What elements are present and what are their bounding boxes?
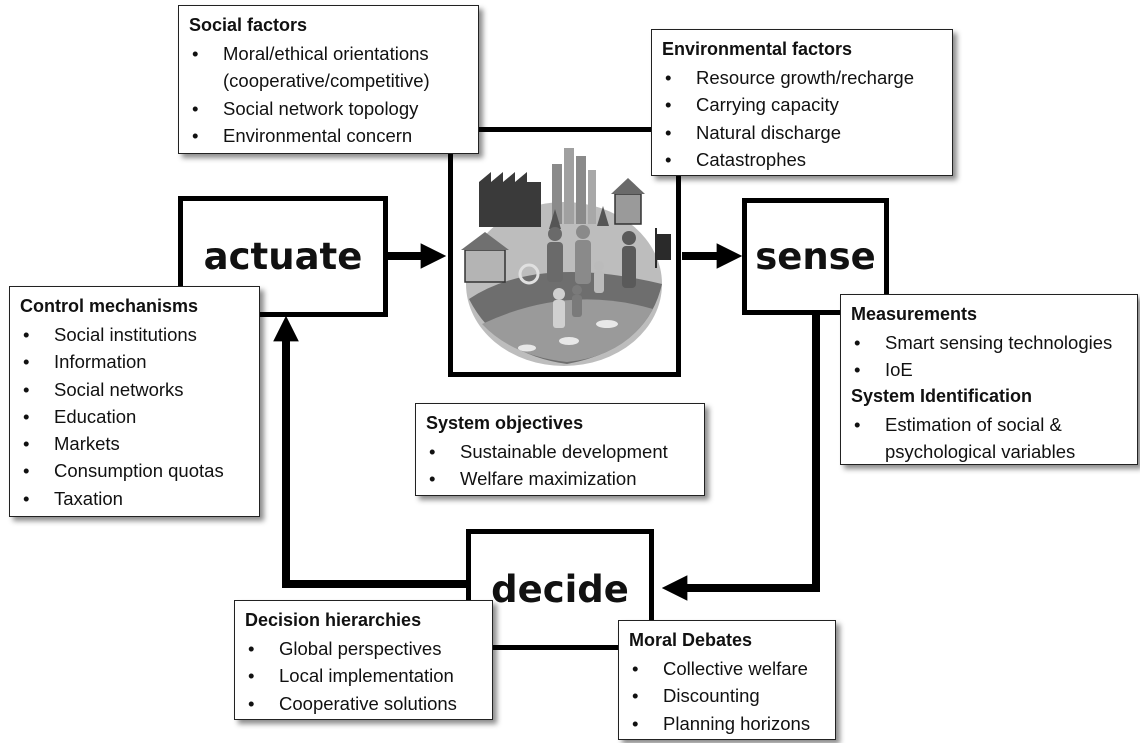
system-objectives-card: System objectives Sustainable developmen… xyxy=(415,403,705,496)
environmental-factors-title: Environmental factors xyxy=(662,39,853,59)
actuate-node: actuate xyxy=(178,196,388,317)
list-item: Markets xyxy=(20,430,249,458)
decision-hierarchies-title: Decision hierarchies xyxy=(245,610,422,630)
list-item: Social network topology xyxy=(189,95,468,123)
list-item: Estimation of social & xyxy=(851,411,1127,439)
list-item: IoE xyxy=(851,356,1127,384)
list-item: Planning horizons xyxy=(629,710,825,738)
list-item: Sustainable development xyxy=(426,438,694,466)
list-item: Moral/ethical orientations xyxy=(189,40,468,68)
list-item: (cooperative/competitive) xyxy=(223,70,430,92)
system-identification-title: System Identification xyxy=(851,385,1033,406)
list-item: Social networks xyxy=(20,376,249,404)
list-item: Cooperative solutions xyxy=(245,690,482,718)
list-item: Taxation xyxy=(20,485,249,513)
system-box xyxy=(448,127,681,377)
system-objectives-title: System objectives xyxy=(426,413,584,433)
list-item: Education xyxy=(20,403,249,431)
list-item: Information xyxy=(20,348,249,376)
list-item: Welfare maximization xyxy=(426,465,694,493)
sense-label: sense xyxy=(755,235,876,278)
arrow-decide-to-actuate xyxy=(273,315,468,588)
list-item: Carrying capacity xyxy=(662,91,942,119)
social-factors-title: Social factors xyxy=(189,15,308,35)
sustainable-society-icon xyxy=(461,148,671,366)
measurements-card: Measurements Smart sensing technologies … xyxy=(840,294,1138,465)
list-item: Resource growth/recharge xyxy=(662,64,942,92)
control-mechanisms-title: Control mechanisms xyxy=(20,296,199,316)
list-item: Environmental concern xyxy=(189,122,468,150)
list-item: Social institutions xyxy=(20,321,249,349)
list-item: Discounting xyxy=(629,682,825,710)
social-factors-card: Social factors Moral/ethical orientation… xyxy=(178,5,479,154)
measurements-title: Measurements xyxy=(851,304,978,324)
list-item: Catastrophes xyxy=(662,146,942,174)
decision-hierarchies-card: Decision hierarchies Global perspectives… xyxy=(234,600,493,720)
list-item: psychological variables xyxy=(885,440,1076,462)
list-item: Natural discharge xyxy=(662,119,942,147)
moral-debates-card: Moral Debates Collective welfare Discoun… xyxy=(618,620,836,740)
list-item: Consumption quotas xyxy=(20,457,249,485)
control-mechanisms-card: Control mechanisms Social institutions I… xyxy=(9,286,260,517)
actuate-label: actuate xyxy=(203,235,363,278)
list-item: Global perspectives xyxy=(245,635,482,663)
environmental-factors-card: Environmental factors Resource growth/re… xyxy=(651,29,953,176)
list-item: Local implementation xyxy=(245,662,482,690)
decide-label: decide xyxy=(491,568,629,611)
list-item: Collective welfare xyxy=(629,655,825,683)
list-item: Smart sensing technologies xyxy=(851,329,1127,357)
moral-debates-title: Moral Debates xyxy=(629,630,753,650)
arrow-sense-to-decide xyxy=(661,312,820,601)
